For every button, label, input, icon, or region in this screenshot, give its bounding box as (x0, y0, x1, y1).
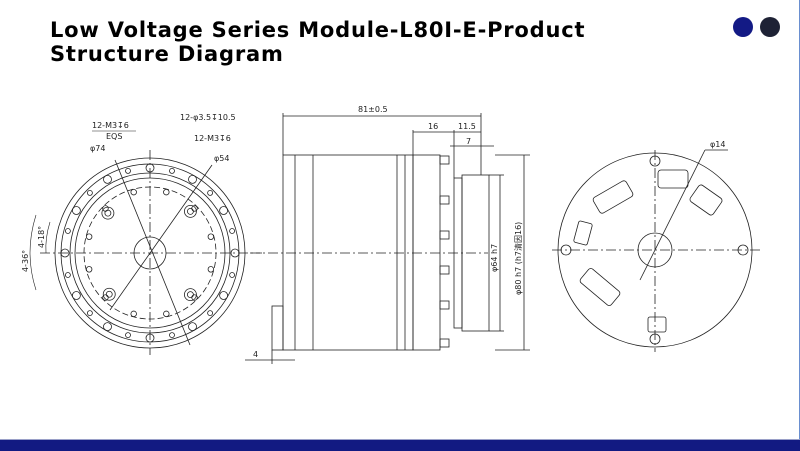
label-d14: φ14 (710, 140, 725, 149)
inner-hole (85, 266, 93, 273)
pin-hole-inner (105, 290, 113, 298)
label-d16: 16 (428, 122, 438, 131)
inner-hole (102, 294, 109, 301)
inner-hole (207, 266, 215, 273)
label-thread2: 12-M3↧6 (194, 134, 231, 143)
label-d4: 4 (253, 350, 258, 359)
outer-hole (125, 167, 131, 174)
side-tab (439, 230, 450, 240)
outer-hole (219, 206, 229, 215)
side-view (245, 113, 530, 364)
side-tab (439, 195, 450, 205)
outer-hole (230, 248, 240, 258)
side-tab (439, 155, 450, 165)
screw-icon (649, 333, 661, 345)
decor-dot-dark (760, 17, 780, 37)
outer-hole (86, 310, 93, 317)
front-view (40, 150, 262, 355)
inner-hole (85, 233, 93, 240)
side-tab (439, 338, 450, 348)
outer-hole (60, 248, 70, 258)
label-ang18: 4-18° (37, 226, 46, 248)
label-d7: 7 (466, 137, 471, 146)
label-hole: 12-φ3.5↧10.5 (180, 113, 236, 122)
label-eqs: EQS (106, 132, 122, 141)
outer-hole (229, 228, 236, 234)
rear-view (552, 149, 760, 352)
label-d64: φ64 h7 (490, 244, 499, 272)
slide-title: Low Voltage Series Module-L80I-E-Product… (50, 18, 586, 66)
screw-icon (649, 155, 661, 167)
label-d54: φ54 (214, 154, 229, 163)
outer-hole (71, 206, 81, 215)
outer-hole (103, 174, 112, 184)
outer-hole (86, 189, 93, 196)
outer-hole (145, 333, 155, 343)
pin-hole (101, 206, 115, 220)
pin-hole (184, 288, 197, 302)
outer-hole (125, 332, 131, 339)
outer-hole (169, 167, 175, 174)
outer-hole (207, 189, 214, 196)
inner-hole (130, 188, 137, 196)
side-tab (439, 265, 450, 275)
inner-hole (163, 310, 170, 318)
label-d11: 11.5 (458, 122, 476, 131)
outer-hole (229, 272, 236, 278)
outer-hole (207, 310, 214, 317)
screw-icon (737, 244, 749, 256)
outer-hole (71, 291, 81, 300)
label-thread1: 12-M3↧6 (92, 121, 129, 130)
side-tab (439, 300, 450, 310)
pin-hole (102, 287, 116, 301)
inner-hole (163, 188, 170, 196)
outer-hole (103, 322, 112, 332)
label-ang36: 4-36° (21, 250, 30, 272)
footer-bar (0, 439, 800, 451)
outer-hole (188, 322, 197, 332)
pin-hole (184, 204, 197, 218)
label-length: 81±0.5 (358, 105, 388, 114)
pin-hole-inner (187, 291, 194, 299)
label-d80: φ80 h7 (h7清因16) (513, 222, 523, 295)
screw-icon (560, 244, 572, 256)
pin-hole-inner (104, 209, 112, 217)
outer-hole (64, 228, 71, 234)
decor-dot-blue (733, 17, 753, 37)
label-d74: φ74 (90, 144, 105, 153)
outer-hole (188, 174, 197, 184)
pin-hole-inner (187, 207, 194, 215)
outer-hole (64, 272, 71, 278)
inner-hole (207, 233, 215, 240)
inner-hole (130, 310, 137, 318)
outer-hole (145, 163, 155, 173)
outer-hole (169, 332, 175, 339)
outer-hole (219, 291, 229, 300)
